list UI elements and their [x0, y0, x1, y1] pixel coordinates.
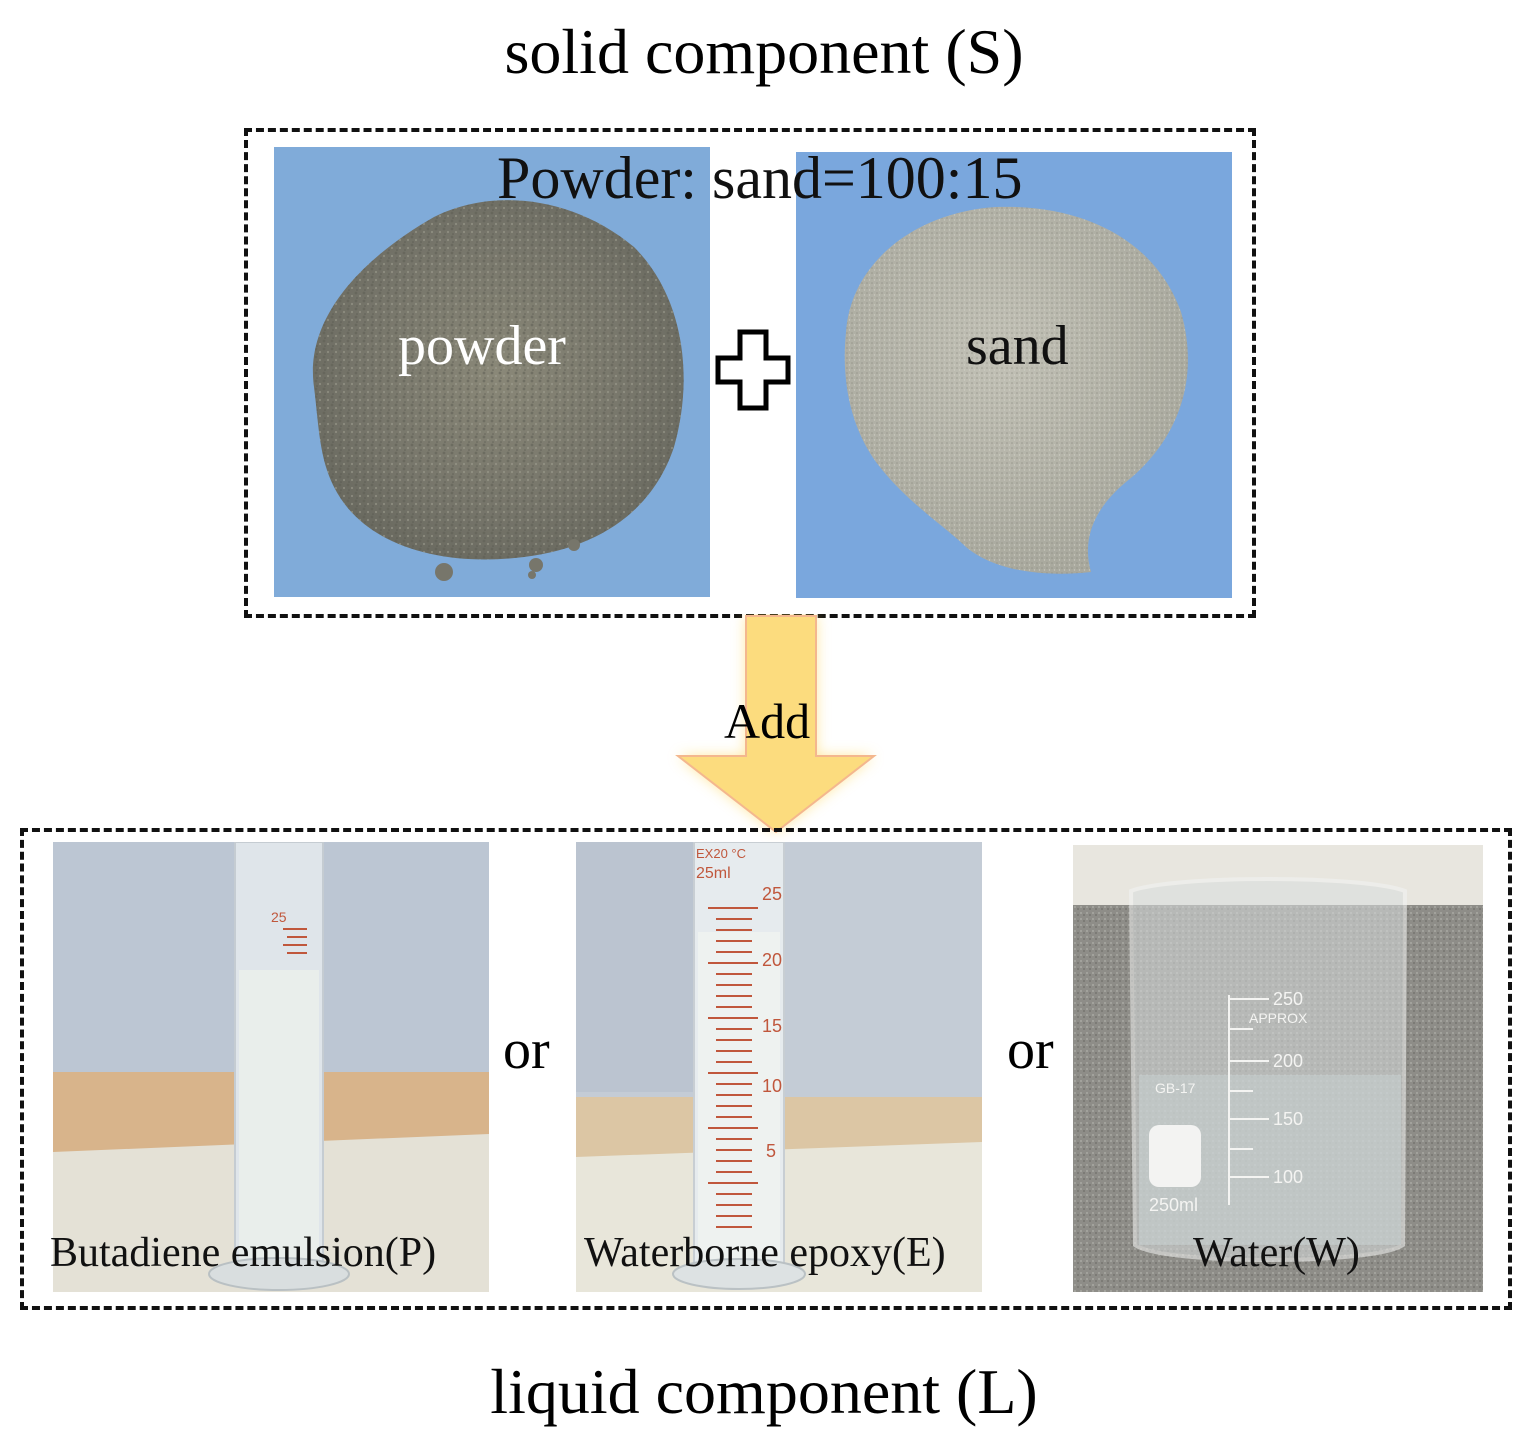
sand-label: sand — [966, 315, 1069, 377]
powder-label: powder — [398, 315, 566, 377]
beaker-volume-mark: 250ml — [1149, 1195, 1198, 1215]
waterborne-epoxy-caption: Waterborne epoxy(E) — [584, 1230, 946, 1276]
butadiene-emulsion-caption: Butadiene emulsion(P) — [50, 1230, 437, 1276]
cylinder-header-mark: EX20 °C — [696, 846, 746, 861]
beaker-tick-250: 250 — [1273, 989, 1303, 1009]
cylinder-volume-mark: 25ml — [696, 865, 731, 882]
add-arrow — [675, 615, 877, 834]
cylinder-tick-20: 20 — [762, 950, 782, 970]
solid-component-title: solid component (S) — [504, 16, 1024, 87]
water-caption: Water(W) — [1193, 1230, 1360, 1276]
beaker-brand-mark: GB-17 — [1155, 1080, 1196, 1096]
liquid-component-frame — [20, 828, 1512, 1310]
beaker-tick-100: 100 — [1273, 1167, 1303, 1187]
ratio-label: Powder: sand=100:15 — [497, 145, 1023, 211]
cylinder-tick-25: 25 — [762, 884, 782, 904]
add-label: Add — [724, 693, 811, 749]
sand-photo — [796, 152, 1232, 598]
cylinder-tick-5: 5 — [766, 1141, 776, 1161]
butadiene-emulsion-photo: 25 — [53, 842, 489, 1292]
liquid-component-title: liquid component (L) — [490, 1356, 1038, 1427]
water-beaker-photo: APPROX 250 200 150 100 GB-17 250ml — [1073, 845, 1483, 1292]
beaker-approx-mark: APPROX — [1249, 1010, 1308, 1026]
or-label-1: or — [503, 1019, 550, 1081]
waterborne-epoxy-photo: EX20 °C 25ml 25 20 15 10 5 — [576, 842, 982, 1292]
beaker-tick-150: 150 — [1273, 1109, 1303, 1129]
or-label-2: or — [1007, 1019, 1054, 1081]
cylinder-left-top-mark: 25 — [271, 909, 287, 925]
plus-icon — [715, 329, 791, 411]
cylinder-tick-10: 10 — [762, 1076, 782, 1096]
cylinder-tick-15: 15 — [762, 1016, 782, 1036]
powder-photo — [274, 147, 710, 597]
beaker-tick-200: 200 — [1273, 1051, 1303, 1071]
